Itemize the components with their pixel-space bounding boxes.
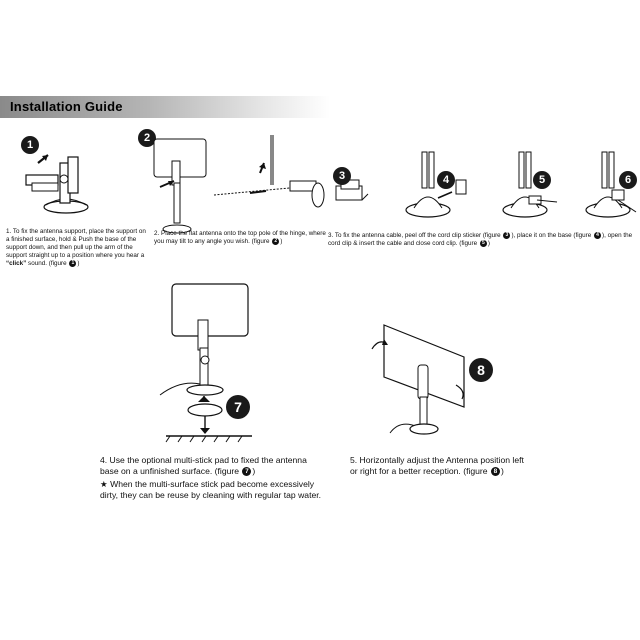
step-2-text: 2. Place the flat antenna onto the top p… [154,230,326,246]
figure-5-illustration [502,151,558,218]
step-1-text: 1. To fix the antenna support, place the… [6,228,146,268]
star-icon: ★ [100,479,108,489]
step-4-text: 4. Use the optional multi-stick pad to f… [100,455,307,476]
figure-1-illustration [25,154,89,214]
figure-6-illustration [585,151,637,218]
page-title: Installation Guide [10,99,123,114]
figure-8-illustration [371,324,465,435]
figure-3-illustration [335,179,369,201]
figure-number-2: 2 [138,129,156,147]
step-4-note: ★ When the multi-surface stick pad becom… [100,479,322,500]
figure-2-illustration [153,135,325,234]
figure-number-8: 8 [469,358,493,382]
figure-7-illustration [159,283,252,443]
figure-number-7: 7 [226,395,250,419]
step-5-text: 5. Horizontally adjust the Antenna posit… [350,455,524,476]
figure-number-5: 5 [533,171,551,189]
figure-number-1: 1 [21,136,39,154]
figure-4-illustration [405,151,467,218]
header-bar [0,96,330,118]
figure-number-3: 3 [333,167,351,185]
step-3-text: 3. To fix the antenna cable, peel off th… [328,232,633,248]
figure-number-4: 4 [437,171,455,189]
figure-number-6: 6 [619,171,637,189]
